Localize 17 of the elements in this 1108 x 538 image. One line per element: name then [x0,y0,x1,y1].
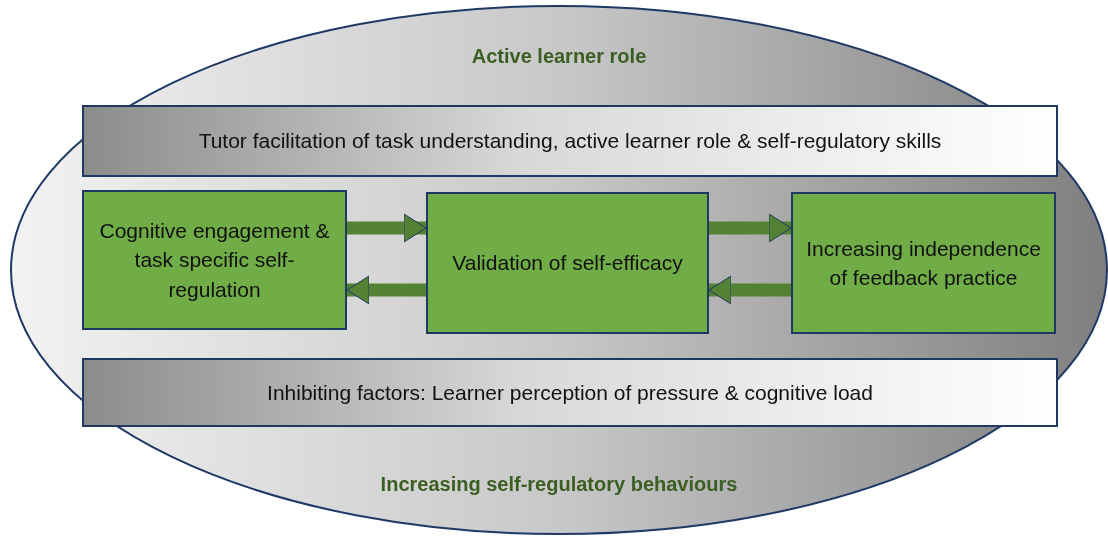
banner-text: Inhibiting factors: Learner perception of pressure & cognitive load [266,379,874,406]
block-arrow [347,213,427,243]
block-arrow [708,275,791,305]
banner-box [82,358,1058,427]
oval-heading: Active learner role [470,45,648,68]
oval-background [10,5,1108,535]
block-arrow [709,213,792,243]
banner-box [82,105,1058,177]
process-box [426,192,709,334]
process-box [791,192,1056,334]
banner-text: Tutor facilitation of task understanding, active learner role & self-regulatory skills [197,128,943,155]
process-text: Cognitive engagement & task specific self-regulation [98,217,331,303]
oval-heading: Increasing self-regulatory behaviours [379,473,739,496]
process-text: Validation of self-efficacy [451,250,684,277]
process-box [82,190,347,330]
block-arrow [346,275,426,305]
process-text: Increasing independence of feedback practice [805,235,1042,291]
